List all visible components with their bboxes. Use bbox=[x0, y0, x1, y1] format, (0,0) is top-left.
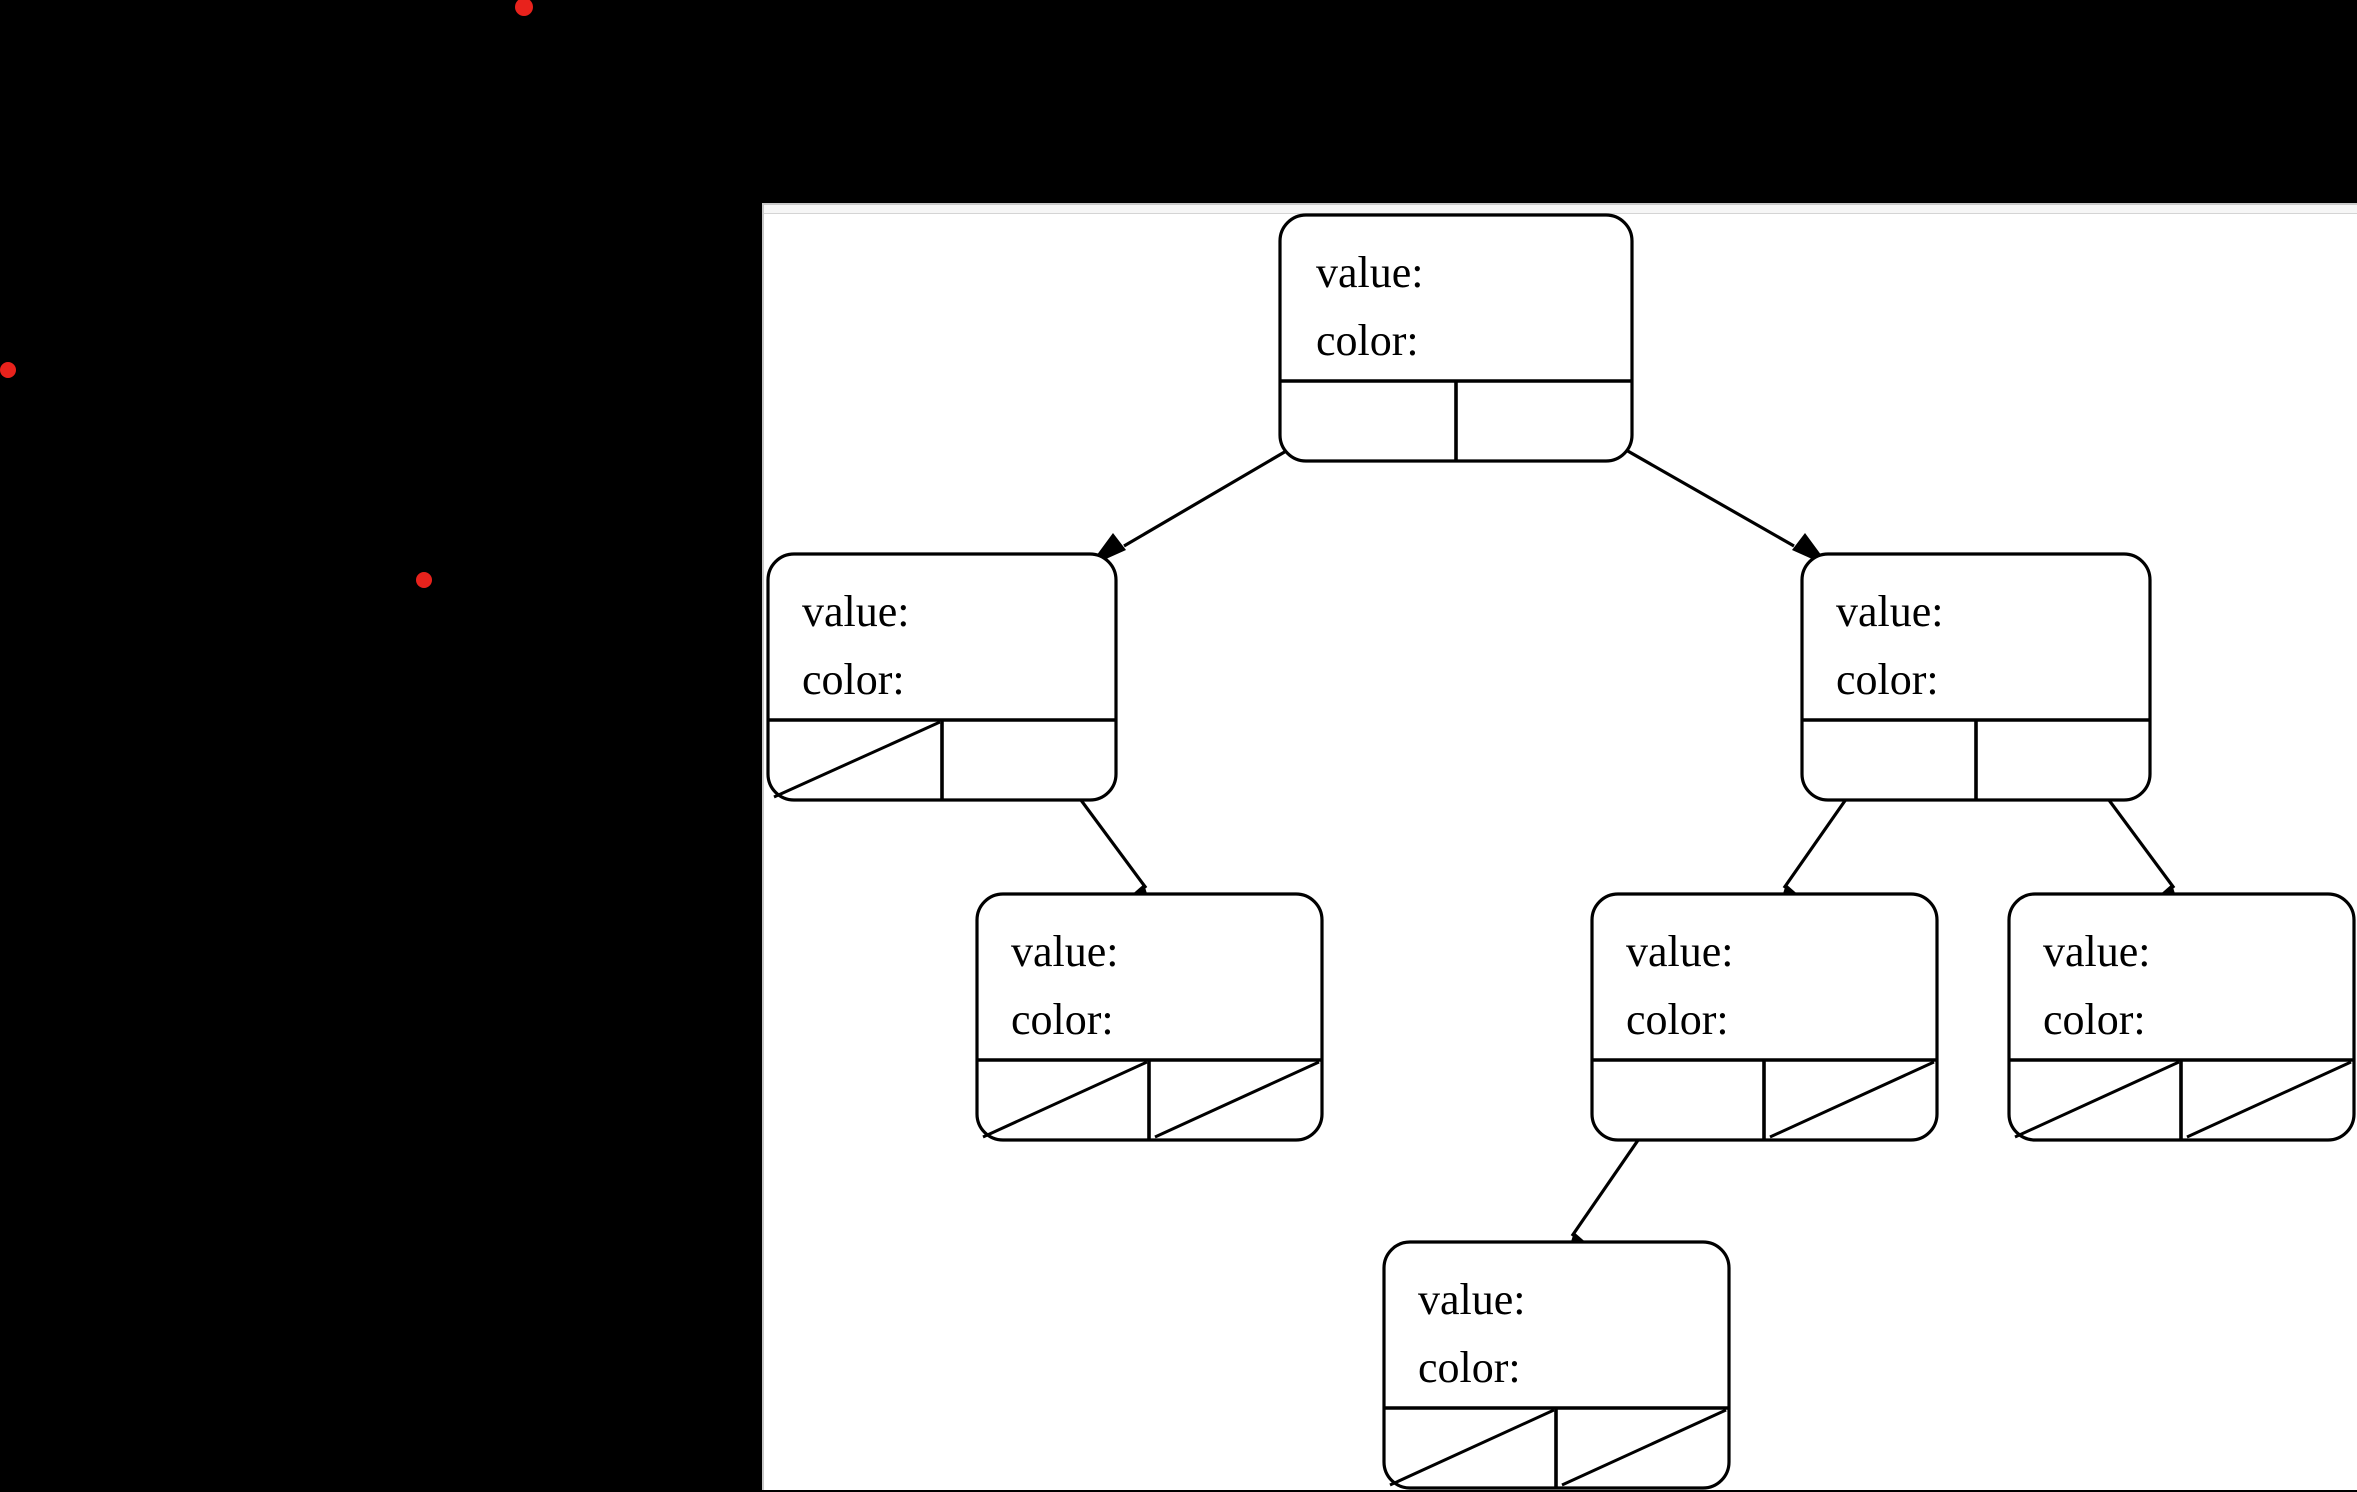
node-color-label: color: bbox=[802, 655, 905, 704]
tree-node-right-left-grandchild[interactable]: value: color: bbox=[1590, 892, 1939, 1142]
tree-node-left-child[interactable]: value: color: bbox=[766, 552, 1118, 802]
node-color-label: color: bbox=[1316, 316, 1419, 365]
null-pointer-slash-right bbox=[1769, 1060, 1935, 1139]
null-pointer-slash-left bbox=[982, 1060, 1148, 1139]
node-color-label: color: bbox=[1626, 995, 1729, 1044]
red-dot-top bbox=[515, 0, 533, 16]
null-pointer-slash-right bbox=[1561, 1408, 1727, 1487]
tree-node-root[interactable]: value: color: bbox=[1278, 213, 1634, 463]
node-color-label: color: bbox=[2043, 995, 2146, 1044]
red-dot-middle bbox=[416, 572, 432, 588]
node-color-label: color: bbox=[1011, 995, 1114, 1044]
node-value-label: value: bbox=[1626, 927, 1734, 976]
node-value-label: value: bbox=[1836, 587, 1944, 636]
red-dot-left bbox=[0, 362, 16, 378]
tree-node-right-child[interactable]: value: color: bbox=[1800, 552, 2152, 802]
tree-node-left-right-grandchild[interactable]: value: color: bbox=[975, 892, 1324, 1142]
null-pointer-slash-left bbox=[773, 720, 941, 799]
diagram-viewer-panel[interactable]: value: color: value: color: value: color… bbox=[762, 203, 2357, 1490]
node-value-label: value: bbox=[2043, 927, 2151, 976]
tree-node-deepest[interactable]: value: color: bbox=[1382, 1240, 1731, 1490]
tree-node-right-right-grandchild[interactable]: value: color: bbox=[2007, 892, 2356, 1142]
node-value-label: value: bbox=[1011, 927, 1119, 976]
null-pointer-slash-left bbox=[1389, 1408, 1555, 1487]
node-value-label: value: bbox=[802, 587, 910, 636]
node-value-label: value: bbox=[1316, 248, 1424, 297]
null-pointer-slash-right bbox=[2186, 1060, 2352, 1139]
null-pointer-slash-left bbox=[2014, 1060, 2180, 1139]
node-value-label: value: bbox=[1418, 1275, 1526, 1324]
node-color-label: color: bbox=[1836, 655, 1939, 704]
tree-diagram-svg: value: color: value: color: value: color… bbox=[766, 213, 2356, 1490]
node-color-label: color: bbox=[1418, 1343, 1521, 1392]
null-pointer-slash-right bbox=[1154, 1060, 1320, 1139]
